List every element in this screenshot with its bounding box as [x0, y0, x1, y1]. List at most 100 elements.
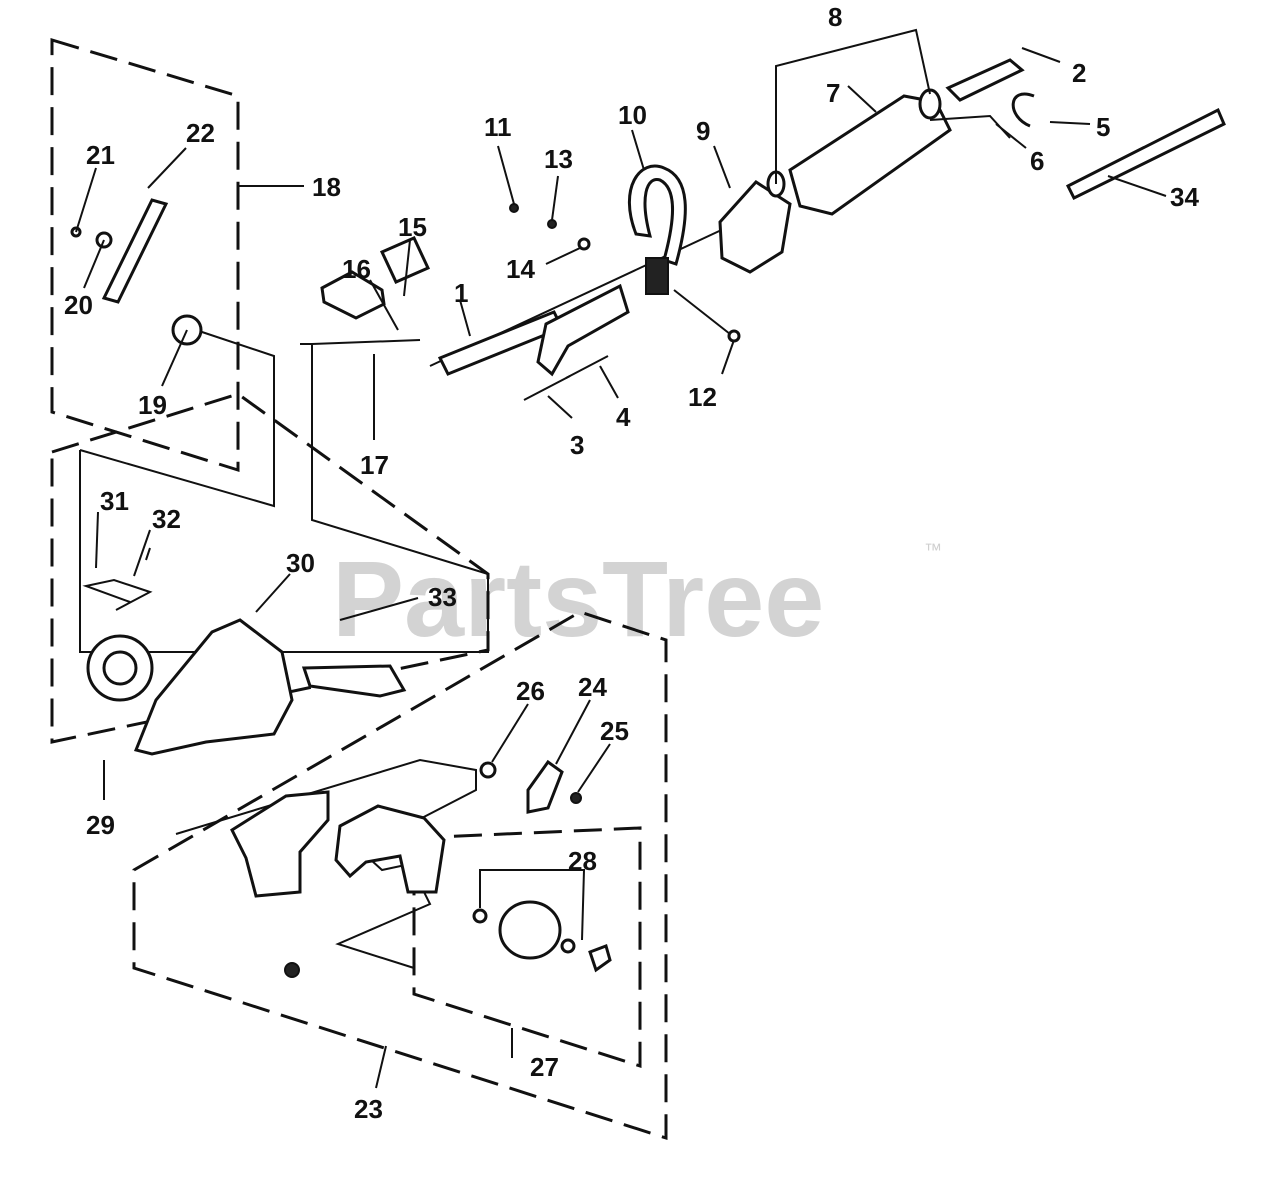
- leader-19: [161, 329, 188, 387]
- part-12-head: [727, 329, 741, 343]
- part-28-nut: [588, 944, 612, 973]
- callout-18[interactable]: 18: [312, 172, 341, 202]
- callout-1[interactable]: 1: [454, 278, 468, 308]
- callout-32[interactable]: 32: [152, 504, 181, 534]
- callout-23[interactable]: 23: [354, 1094, 383, 1124]
- leader-28: [479, 869, 586, 941]
- callout-6[interactable]: 6: [1030, 146, 1044, 176]
- assembly-27-boundary: [412, 826, 642, 1069]
- callout-28[interactable]: 28: [568, 846, 597, 876]
- callout-3[interactable]: 3: [570, 430, 584, 460]
- part-34-shape: [1065, 107, 1226, 201]
- part-23-plate-left: [230, 790, 330, 898]
- callout-12[interactable]: 12: [688, 382, 717, 412]
- leader-8: [775, 28, 931, 184]
- callout-4[interactable]: 4: [616, 402, 631, 432]
- leader-20: [83, 239, 105, 289]
- part-30-shape: [133, 618, 294, 756]
- callout-13[interactable]: 13: [544, 144, 573, 174]
- callout-17[interactable]: 17: [360, 450, 389, 480]
- callout-30[interactable]: 30: [286, 548, 315, 578]
- connector-29-inner: [79, 450, 489, 653]
- callout-15[interactable]: 15: [398, 212, 427, 242]
- leader-10: [631, 129, 645, 171]
- callout-33[interactable]: 33: [428, 582, 457, 612]
- callout-25[interactable]: 25: [600, 716, 629, 746]
- part-2-shape: [945, 58, 1025, 102]
- callout-14[interactable]: 14: [506, 254, 535, 284]
- part-25-shape: [570, 792, 582, 804]
- leader-9: [713, 145, 731, 189]
- part-10-clamp: [645, 257, 669, 295]
- callout-21[interactable]: 21: [86, 140, 115, 170]
- leader-15: [403, 239, 411, 297]
- part-7-shape: [788, 94, 952, 216]
- part-33-shape: [301, 664, 407, 698]
- connector-17-to-29: [300, 343, 489, 575]
- part-4-leader: [565, 355, 609, 379]
- leader-6: [995, 123, 1027, 149]
- assembly-18-boundary: [50, 37, 240, 473]
- part-11-shape: [509, 203, 519, 213]
- connector-19-to-29: [79, 329, 275, 508]
- callout-22[interactable]: 22: [186, 118, 215, 148]
- leader-33: [339, 597, 419, 621]
- leader-26: [491, 703, 529, 763]
- watermark-text: PartsTree: [332, 538, 824, 659]
- part-3-leader: [523, 375, 571, 401]
- connector-30-tick: [145, 547, 151, 561]
- callout-31[interactable]: 31: [100, 486, 129, 516]
- assembly-23-boundary: [132, 610, 668, 1141]
- callout-7[interactable]: 7: [826, 78, 840, 108]
- leader-24: [555, 699, 591, 765]
- leader-22: [147, 147, 187, 189]
- part-8-ring: [918, 88, 942, 120]
- leader-21: [75, 167, 97, 233]
- leader-32: [133, 529, 151, 577]
- part-13-shape: [547, 219, 557, 229]
- part-30-gasket-hole: [102, 650, 138, 686]
- callout-2[interactable]: 2: [1072, 58, 1086, 88]
- callout-27[interactable]: 27: [530, 1052, 559, 1082]
- leader-5: [1049, 121, 1091, 125]
- part-24-shape: [526, 759, 564, 814]
- shaft-line-left: [311, 339, 421, 345]
- part-23-nut: [284, 962, 300, 978]
- leader-31: [95, 511, 99, 569]
- part-28-washer: [472, 908, 488, 924]
- leader-12: [721, 339, 735, 375]
- part-14-shape: [577, 237, 591, 251]
- part-5-shape: [1011, 92, 1035, 128]
- callout-5[interactable]: 5: [1096, 112, 1110, 142]
- leader-11: [497, 145, 515, 205]
- part-28-washer-2: [560, 938, 576, 954]
- callout-11[interactable]: 11: [484, 112, 512, 142]
- callout-8[interactable]: 8: [828, 2, 842, 32]
- callout-26[interactable]: 26: [516, 676, 545, 706]
- part-12-shape: [673, 289, 731, 335]
- leader-4: [599, 365, 619, 399]
- callout-16[interactable]: 16: [342, 254, 371, 284]
- callout-24[interactable]: 24: [578, 672, 607, 702]
- callout-34[interactable]: 34: [1170, 182, 1199, 212]
- leader-14: [545, 247, 581, 265]
- callout-19[interactable]: 19: [138, 390, 167, 420]
- leader-34: [1107, 175, 1167, 197]
- part-26-shape: [479, 761, 497, 779]
- leader-3: [547, 395, 573, 419]
- leader-13: [551, 175, 559, 221]
- leader-16: [369, 279, 399, 331]
- callout-20[interactable]: 20: [64, 290, 93, 320]
- leader-23: [375, 1045, 387, 1089]
- part-28-pulley: [498, 900, 562, 960]
- callout-9[interactable]: 9: [696, 116, 710, 146]
- leader-30: [255, 573, 291, 613]
- part-9-shape: [718, 180, 792, 274]
- connector-31-32: [82, 578, 153, 611]
- callout-10[interactable]: 10: [618, 100, 647, 130]
- part-10-shape: [627, 164, 687, 266]
- callout-29[interactable]: 29: [86, 810, 115, 840]
- leader-1: [459, 299, 471, 337]
- leader-25: [577, 743, 611, 793]
